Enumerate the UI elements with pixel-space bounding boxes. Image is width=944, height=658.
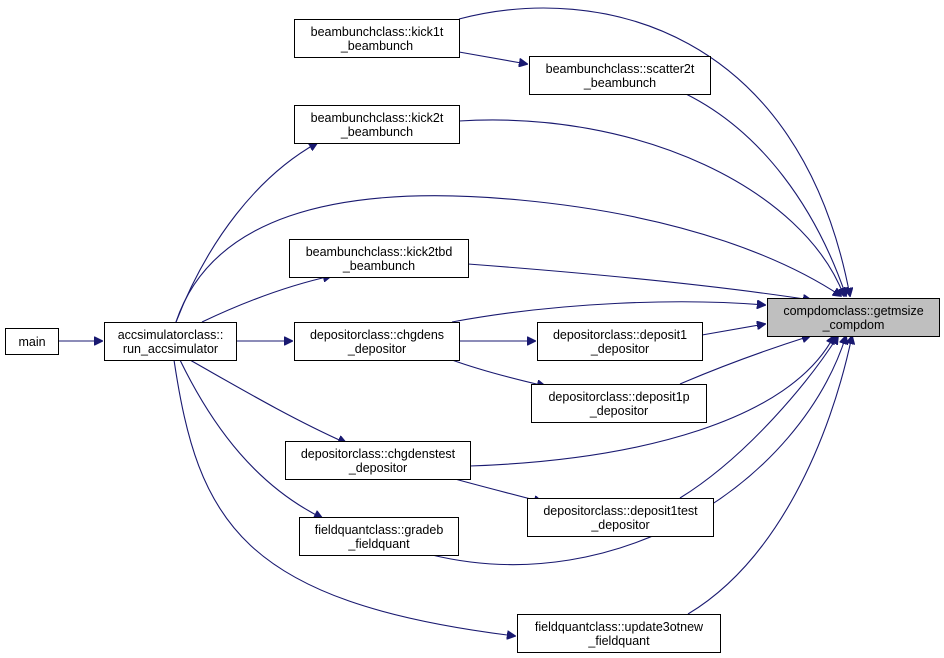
edge-accsim-to-getmsize xyxy=(175,195,841,323)
node-kick1t-box[interactable] xyxy=(294,19,460,58)
node-update3otnew-label-1: fieldquantclass::update3otnew xyxy=(535,620,704,634)
node-scatter2t-label-1: beambunchclass::scatter2t xyxy=(546,62,695,76)
edge-deposit1-to-getmsize xyxy=(701,324,765,336)
node-getmsize-label-2: _compdom xyxy=(822,318,885,332)
node-kick2tbd-box[interactable] xyxy=(289,239,469,278)
node-gradeb-box[interactable] xyxy=(299,517,459,556)
edge-accsim-to-chgdenstest xyxy=(189,359,346,443)
node-deposit1-label-2: _depositor xyxy=(590,342,649,356)
node-deposit1test-box[interactable] xyxy=(527,498,714,537)
node-getmsize[interactable]: compdomclass::getmsize_compdom xyxy=(767,298,940,337)
node-kick2tbd[interactable]: beambunchclass::kick2tbd_beambunch xyxy=(289,239,469,278)
node-getmsize-label-1: compdomclass::getmsize xyxy=(783,304,923,318)
node-chgdenstest[interactable]: depositorclass::chgdenstest_depositor xyxy=(285,441,471,480)
nodes-layer: main accsimulatorclass::run_accsimulator b… xyxy=(5,19,940,653)
edge-accsim-to-update3otnew xyxy=(173,359,515,636)
node-kick2t-box[interactable] xyxy=(294,105,460,144)
node-chgdens-label-1: depositorclass::chgdens xyxy=(310,328,444,342)
edge-accsim-to-kick2t xyxy=(175,143,317,323)
node-scatter2t-box[interactable] xyxy=(529,56,711,95)
node-deposit1-box[interactable] xyxy=(537,322,703,361)
node-scatter2t[interactable]: beambunchclass::scatter2t_beambunch xyxy=(529,56,711,95)
node-deposit1p-box[interactable] xyxy=(531,384,707,423)
node-deposit1p-label-2: _depositor xyxy=(589,404,648,418)
node-deposit1p-label-1: depositorclass::deposit1p xyxy=(548,390,689,404)
node-scatter2t-label-2: _beambunch xyxy=(583,76,656,90)
node-main-box[interactable] xyxy=(5,328,59,355)
node-kick2t-label-1: beambunchclass::kick2t xyxy=(311,111,444,125)
node-update3otnew[interactable]: fieldquantclass::update3otnew_fieldquant xyxy=(517,614,721,653)
node-chgdenstest-label-2: _depositor xyxy=(348,461,407,475)
edge-deposit1p-to-getmsize xyxy=(679,336,810,385)
edges-layer xyxy=(58,7,852,636)
node-kick1t-label-2: _beambunch xyxy=(340,39,413,53)
node-kick2tbd-label-1: beambunchclass::kick2tbd xyxy=(306,245,453,259)
node-kick2t-label-2: _beambunch xyxy=(340,125,413,139)
node-accsim-label-2: run_accsimulator xyxy=(123,342,218,356)
node-deposit1test-label-2: _depositor xyxy=(590,518,649,532)
edge-accsim-to-gradeb xyxy=(179,359,322,518)
node-deposit1p[interactable]: depositorclass::deposit1p_depositor xyxy=(531,384,707,423)
edge-kick1t-to-getmsize xyxy=(458,7,850,296)
node-accsim[interactable]: accsimulatorclass::run_accsimulator xyxy=(104,322,237,361)
node-kick2tbd-label-2: _beambunch xyxy=(342,259,415,273)
node-update3otnew-label-2: _fieldquant xyxy=(587,634,650,648)
node-chgdenstest-label-1: depositorclass::chgdenstest xyxy=(301,447,456,461)
node-deposit1test-label-1: depositorclass::deposit1test xyxy=(543,504,698,518)
node-main[interactable]: main xyxy=(5,328,59,355)
edge-kick1t-to-scatter2t xyxy=(458,51,527,64)
node-kick1t[interactable]: beambunchclass::kick1t_beambunch xyxy=(294,19,460,58)
edge-accsim-to-kick2tbd xyxy=(201,276,331,323)
node-getmsize-box[interactable] xyxy=(767,298,940,337)
edge-chgdens-to-deposit1p xyxy=(451,359,545,386)
node-deposit1[interactable]: depositorclass::deposit1_depositor xyxy=(537,322,703,361)
edge-chgdens-to-getmsize xyxy=(451,302,765,323)
edge-update3otnew-to-getmsize xyxy=(687,336,852,615)
node-gradeb-label-1: fieldquantclass::gradeb xyxy=(315,523,444,537)
node-kick1t-label-1: beambunchclass::kick1t xyxy=(311,25,444,39)
node-chgdenstest-box[interactable] xyxy=(285,441,471,480)
node-deposit1-label-1: depositorclass::deposit1 xyxy=(553,328,687,342)
node-gradeb-label-2: _fieldquant xyxy=(347,537,410,551)
node-accsim-box[interactable] xyxy=(104,322,237,361)
node-chgdens-box[interactable] xyxy=(294,322,460,361)
node-deposit1test[interactable]: depositorclass::deposit1test_depositor xyxy=(527,498,714,537)
edge-deposit1test-to-getmsize xyxy=(679,336,838,499)
node-kick2t[interactable]: beambunchclass::kick2t_beambunch xyxy=(294,105,460,144)
node-chgdens[interactable]: depositorclass::chgdens_depositor xyxy=(294,322,460,361)
edge-kick2tbd-to-getmsize xyxy=(467,263,811,300)
edge-chgdenstest-to-getmsize xyxy=(469,336,834,467)
node-accsim-label-1: accsimulatorclass:: xyxy=(118,328,224,342)
node-main-label-1: main xyxy=(18,335,45,349)
node-chgdens-label-2: _depositor xyxy=(347,342,406,356)
node-update3otnew-box[interactable] xyxy=(517,614,721,653)
node-gradeb[interactable]: fieldquantclass::gradeb_fieldquant xyxy=(299,517,459,556)
edge-kick2t-to-getmsize xyxy=(458,119,844,296)
edge-scatter2t-to-getmsize xyxy=(685,93,846,296)
